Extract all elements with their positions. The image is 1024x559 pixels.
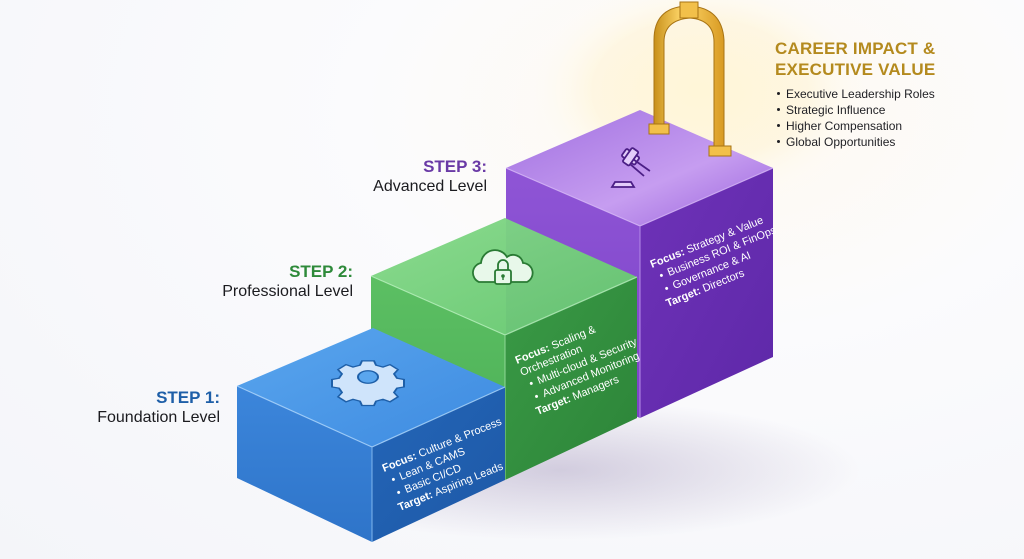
bullet-icon — [777, 107, 780, 111]
step-2-label: STEP 2: Professional Level — [190, 262, 353, 302]
gear-icon — [331, 360, 405, 407]
step-1-label: STEP 1: Foundation Level — [60, 388, 220, 428]
step-1-left-face — [237, 386, 372, 542]
step-number: STEP 3: — [423, 157, 487, 176]
step-level: Foundation Level — [97, 409, 220, 426]
impact-item: Executive Leadership Roles — [775, 86, 1015, 102]
step-1-front-face — [372, 387, 505, 542]
impact-item: Higher Compensation — [775, 118, 1015, 134]
bullet-icon — [777, 91, 780, 95]
impact-list: Executive Leadership Roles Strategic Inf… — [775, 86, 1015, 150]
bullet-icon — [777, 123, 780, 127]
step-2-front-face — [505, 277, 637, 480]
impact-title-line1: CAREER IMPACT & — [775, 39, 936, 58]
career-impact-panel: CAREER IMPACT & EXECUTIVE VALUE Executiv… — [775, 38, 1015, 150]
bullet-icon — [777, 139, 780, 143]
cloud-lock-icon — [472, 249, 534, 285]
impact-item: Global Opportunities — [775, 134, 1015, 150]
gavel-icon — [610, 147, 651, 188]
impact-item: Strategic Influence — [775, 102, 1015, 118]
step-3-label: STEP 3: Advanced Level — [330, 157, 487, 197]
step-number: STEP 2: — [289, 262, 353, 281]
step-3-front-face — [640, 168, 773, 418]
step-level: Advanced Level — [373, 178, 487, 195]
impact-title-line2: EXECUTIVE VALUE — [775, 60, 936, 79]
step-level: Professional Level — [222, 283, 353, 300]
step-number: STEP 1: — [156, 388, 220, 407]
golden-archway-icon — [648, 1, 732, 157]
